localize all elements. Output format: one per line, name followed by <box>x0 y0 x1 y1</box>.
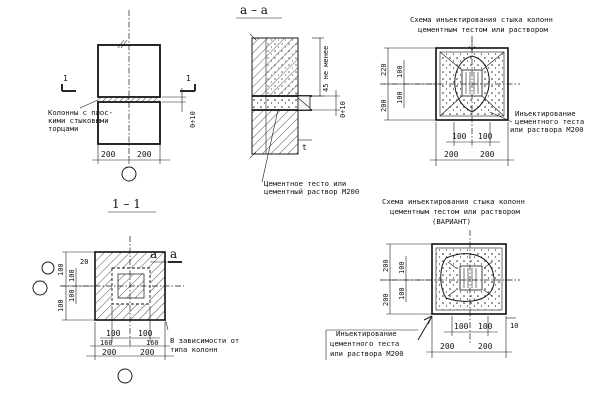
elevation-dim-left: 200 <box>101 150 116 159</box>
s2-bottom-inner-2: 100 <box>478 322 493 331</box>
columns-note-line-3: торцами <box>48 124 78 133</box>
scheme2-title-line-3: (ВАРИАНТ) <box>432 217 471 226</box>
section-a-a: а – а 45 не менее 0÷10 t Цементное тесто… <box>236 3 359 196</box>
column-elevation: 1 1 Колонны с плос- кими стыковыми торца… <box>48 10 197 182</box>
s2-bottom-outer-1: 200 <box>440 342 455 351</box>
mark-a-plan: а <box>170 247 177 261</box>
s2-left-dim-2: 100 <box>398 261 406 274</box>
s1-bottom-inner-2: 100 <box>478 132 493 141</box>
plan-bottom-outer-1: 200 <box>102 348 117 357</box>
s2-bottom-inner-1: 100 <box>454 322 469 331</box>
axis-marker-plan-bottom <box>117 368 133 384</box>
scheme1-title-line-1: Схема инъектирования стыка колонн <box>410 15 553 24</box>
plan-bottom-mid-1: 160 <box>100 339 113 347</box>
section-t-dim: t <box>302 143 307 152</box>
injection-scheme-2: Схема инъектирования стыка колонн цемент… <box>325 197 525 360</box>
s1-left-dim-4: 200 <box>380 99 388 112</box>
plan-left-extra-dim: 20 <box>80 258 88 266</box>
s1-bottom-outer-1: 200 <box>444 150 459 159</box>
s2-left-dim-4: 200 <box>382 293 390 306</box>
s2-left-dim-3: 100 <box>398 287 406 300</box>
depends-note-line-1: В зависимости от <box>170 336 239 345</box>
s2-right-dim: 10 <box>510 322 518 330</box>
plan-left-dim-4: 100 <box>68 289 76 302</box>
s1-bottom-inner-1: 100 <box>452 132 467 141</box>
mark-a-plan-2: а <box>150 247 157 261</box>
plan-bottom-inner-2: 100 <box>138 329 153 338</box>
axis-marker-elevation <box>121 166 137 182</box>
s1-left-dim-2: 100 <box>396 65 404 78</box>
plan-bottom-mid-2: 160 <box>146 339 159 347</box>
inject1-line-2: цементного теста <box>515 117 584 126</box>
cement-note-line-2: цементный раствор М200 <box>264 187 359 196</box>
columns-note-line-1: Колонны с плос- <box>48 108 113 117</box>
s1-bottom-outer-2: 200 <box>480 150 495 159</box>
inject2-line-2: цементного теста <box>330 339 399 348</box>
scheme2-title-line-1: Схема инъектирования стыка колонн <box>382 197 525 206</box>
axis-marker-plan-top <box>41 261 55 275</box>
plan-left-dim-1: 100 <box>57 263 65 276</box>
cement-note-line-1: Цементное тесто или <box>264 179 346 188</box>
section-mark-1-left: 1 <box>63 74 68 83</box>
plan-left-dim-3: 100 <box>68 269 76 282</box>
s2-left-dim-1: 200 <box>382 259 390 272</box>
not-less-dim: 45 не менее <box>322 46 330 92</box>
section-mark-1-right: 1 <box>186 74 191 83</box>
plan-left-dim-2: 100 <box>57 299 65 312</box>
scheme2-title-line-2: цементным тестом или раствором <box>390 207 520 216</box>
scheme1-title-line-2: цементным тестом или раствором <box>418 25 548 34</box>
inject1-line-3: или раствора М200 <box>510 125 584 134</box>
s2-bottom-outer-2: 200 <box>478 342 493 351</box>
columns-note-line-2: кими стыковыми <box>48 116 109 125</box>
elevation-gap-dim: 0÷10 <box>189 111 197 128</box>
section-1-title: 1 – 1 <box>112 197 141 211</box>
depends-note-line-2: типа колонн <box>170 345 218 354</box>
section-1-1-plan: 1 – 1 а а 100 100 100 100 20 100 100 <box>32 197 239 384</box>
elevation-dim-right: 200 <box>137 150 152 159</box>
plan-bottom-outer-2: 200 <box>140 348 155 357</box>
inject2-line-1: Инъектирование <box>336 329 397 338</box>
plan-bottom-inner-1: 100 <box>106 329 121 338</box>
injection-scheme-1: Схема инъектирования стыка колонн цемент… <box>380 15 584 166</box>
inject2-line-3: или раствора М200 <box>330 349 404 358</box>
axis-marker-plan-left <box>32 280 48 296</box>
section-gap-dim: 0÷10 <box>339 101 347 118</box>
s1-left-dim-3: 100 <box>396 91 404 104</box>
inject1-line-1: Инъектирование <box>515 109 576 118</box>
section-a-title: а – а <box>240 3 268 17</box>
s1-left-dim-1: 220 <box>380 63 388 76</box>
